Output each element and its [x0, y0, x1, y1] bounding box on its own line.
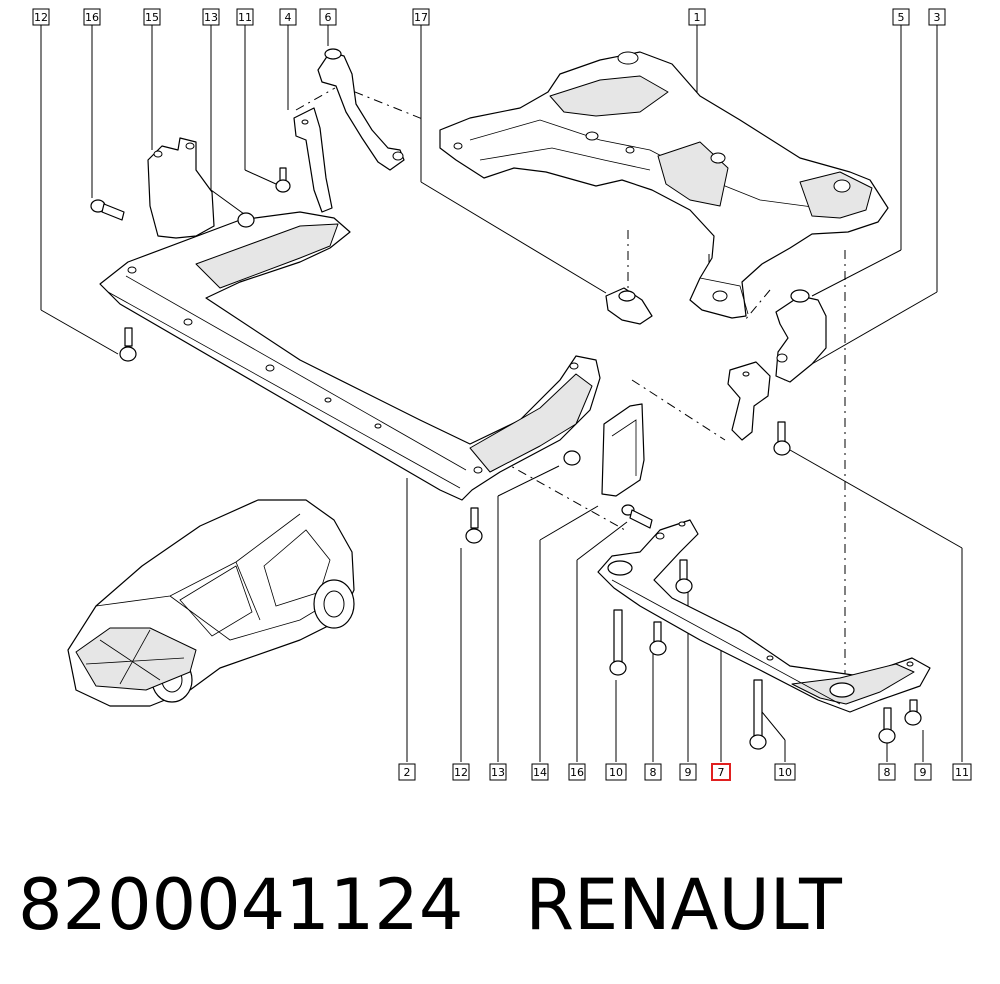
svg-text:3: 3: [934, 11, 941, 24]
bolt-item-10-a: [609, 609, 627, 676]
bolt-item-16-lower: [621, 504, 653, 529]
callout-bottom-16: 16: [568, 763, 586, 781]
bolt-item-11-right: [773, 421, 791, 456]
svg-text:16: 16: [85, 11, 99, 24]
rear-mount-right: [775, 289, 827, 383]
rear-crossbar-item-7: [597, 519, 931, 713]
callout-bottom-7-highlighted: 7: [711, 763, 731, 781]
svg-text:14: 14: [533, 766, 547, 779]
svg-text:11: 11: [238, 11, 252, 24]
svg-text:6: 6: [325, 11, 332, 24]
bolt-item-11-upper: [275, 167, 291, 193]
svg-text:4: 4: [285, 11, 292, 24]
svg-text:5: 5: [898, 11, 905, 24]
svg-text:13: 13: [204, 11, 218, 24]
svg-text:7: 7: [718, 766, 725, 779]
bolt-item-10-b: [749, 679, 767, 750]
bolt-item-8-b: [878, 707, 896, 744]
front-crossmember: [99, 211, 601, 501]
brand-name: RENAULT: [525, 864, 842, 946]
exploded-parts-diagram: 12 16 15 13 11 4 6 17 1 5 3 2 12 13 14 1…: [32, 8, 972, 781]
callout-top-3: 3: [928, 8, 946, 26]
callout-top-1: 1: [688, 8, 706, 26]
svg-text:17: 17: [414, 11, 428, 24]
bolt-item-12-lower: [465, 507, 483, 544]
nut-item-13-lower: [563, 450, 581, 466]
svg-text:9: 9: [685, 766, 692, 779]
nut-item-13-upper: [237, 212, 255, 228]
callout-top-5: 5: [892, 8, 910, 26]
callout-top-16: 16: [83, 8, 101, 26]
car-inset-illustration: [67, 499, 355, 707]
callout-bottom-9-b: 9: [914, 763, 932, 781]
callout-bottom-12: 12: [452, 763, 470, 781]
callout-top-15: 15: [143, 8, 161, 26]
leader-lines: [40, 25, 963, 762]
bolt-item-16-upper: [90, 199, 125, 221]
callout-bottom-13: 13: [489, 763, 507, 781]
callout-top-11: 11: [236, 8, 254, 26]
svg-text:9: 9: [920, 766, 927, 779]
callout-bottom-8-a: 8: [644, 763, 662, 781]
front-subframe: [439, 51, 889, 319]
svg-text:8: 8: [884, 766, 891, 779]
callout-bottom-10-b: 10: [774, 763, 796, 781]
bracket-item-15: [147, 137, 215, 239]
svg-text:11: 11: [955, 766, 969, 779]
callout-top-17: 17: [412, 8, 430, 26]
bolt-item-8-a: [649, 621, 667, 656]
svg-text:13: 13: [491, 766, 505, 779]
mount-item-17: [605, 287, 653, 325]
svg-text:8: 8: [650, 766, 657, 779]
callout-top-12: 12: [32, 8, 50, 26]
fasteners: [90, 167, 922, 750]
part-number: 8200041124: [18, 864, 464, 946]
callout-top-4: 4: [279, 8, 297, 26]
assembly-lines: [295, 83, 846, 680]
svg-text:10: 10: [778, 766, 792, 779]
bracket-item-4: [293, 107, 333, 213]
svg-text:2: 2: [404, 766, 411, 779]
svg-text:12: 12: [34, 11, 48, 24]
callouts-top: 12 16 15 13 11 4 6 17 1 5 3: [32, 8, 946, 26]
bracket-item-14: [601, 403, 645, 497]
callout-top-13: 13: [202, 8, 220, 26]
bolt-item-12-left: [119, 327, 137, 362]
svg-text:15: 15: [145, 11, 159, 24]
bolt-item-9-b: [904, 699, 922, 726]
svg-text:16: 16: [570, 766, 584, 779]
svg-text:12: 12: [454, 766, 468, 779]
callout-bottom-8-b: 8: [878, 763, 896, 781]
rear-mount-left: [317, 48, 405, 171]
callout-bottom-14: 14: [531, 763, 549, 781]
svg-text:10: 10: [609, 766, 623, 779]
bolt-item-9-a: [675, 559, 693, 594]
bracket-item-3: [727, 361, 771, 441]
callout-bottom-11: 11: [952, 763, 972, 781]
callouts-bottom: 2 12 13 14 16 10 8 9 7 10 8 9 11: [398, 763, 972, 781]
caption: 8200041124 RENAULT: [18, 860, 978, 950]
callout-top-6: 6: [319, 8, 337, 26]
callout-bottom-9-a: 9: [679, 763, 697, 781]
callout-bottom-10-a: 10: [605, 763, 627, 781]
callout-bottom-2: 2: [398, 763, 416, 781]
svg-text:1: 1: [694, 11, 701, 24]
